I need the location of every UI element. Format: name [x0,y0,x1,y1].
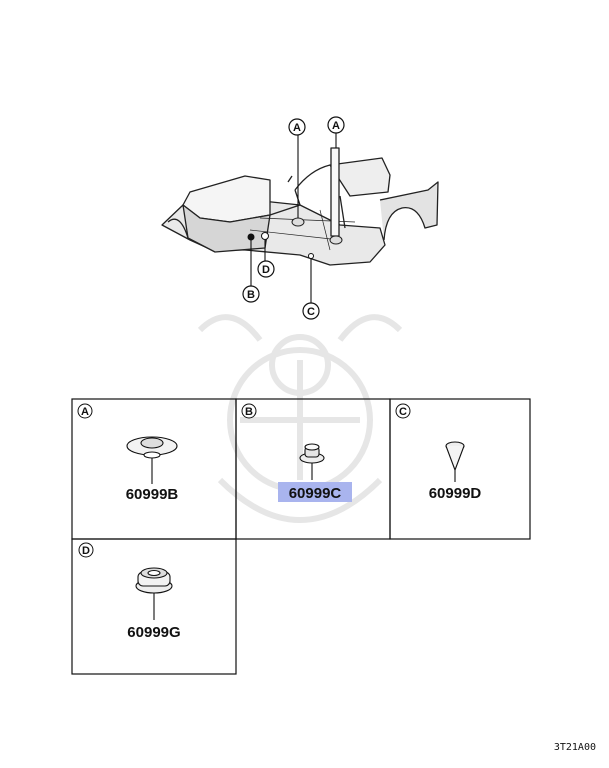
part-number-a: 60999B [126,486,179,503]
svg-text:B: B [245,406,253,418]
svg-text:D: D [82,545,90,557]
plug-60999c-icon [299,443,325,480]
callout-a-left[interactable]: A [288,118,306,136]
parts-table [71,398,531,675]
svg-text:C: C [307,306,315,318]
grommet-a1-dot [291,217,305,227]
part-number-d: 60999G [127,624,180,641]
part-d-label: D [78,542,94,558]
callout-c[interactable]: C [302,302,320,320]
part-number-b: 60999C [289,485,342,502]
part-cell-c[interactable]: C 60999D [395,403,482,502]
callout-b[interactable]: B [242,285,260,303]
grommet-a2-dot [329,235,343,245]
svg-text:C: C [399,406,407,418]
grommet-b-dot [247,233,255,241]
svg-text:A: A [81,406,89,418]
svg-text:A: A [332,120,340,132]
svg-text:B: B [247,289,255,301]
part-cell-d[interactable]: D 60999G [78,542,181,641]
grommet-c-dot [308,253,314,259]
part-number-c: 60999D [429,485,482,502]
part-number-b-highlight [278,482,352,502]
leader-lines [250,133,337,303]
grommet-60999g-icon [135,567,173,620]
callout-d[interactable]: D [257,260,275,278]
part-a-label: A [77,403,93,419]
truck-body-illustration [161,147,439,266]
grommet-d-dot [261,232,269,240]
diagram-code: 3T21A00 [554,742,596,753]
grommet-60999b-icon [126,436,178,484]
svg-text:A: A [293,122,301,134]
plug-60999d-icon [445,441,465,482]
part-cell-b[interactable]: B 60999C [241,403,352,502]
svg-text:D: D [262,264,270,276]
part-cell-a[interactable]: A 60999B [77,403,179,503]
callout-a-right[interactable]: A [327,116,345,134]
part-c-label: C [395,403,411,419]
part-b-label: B [241,403,257,419]
